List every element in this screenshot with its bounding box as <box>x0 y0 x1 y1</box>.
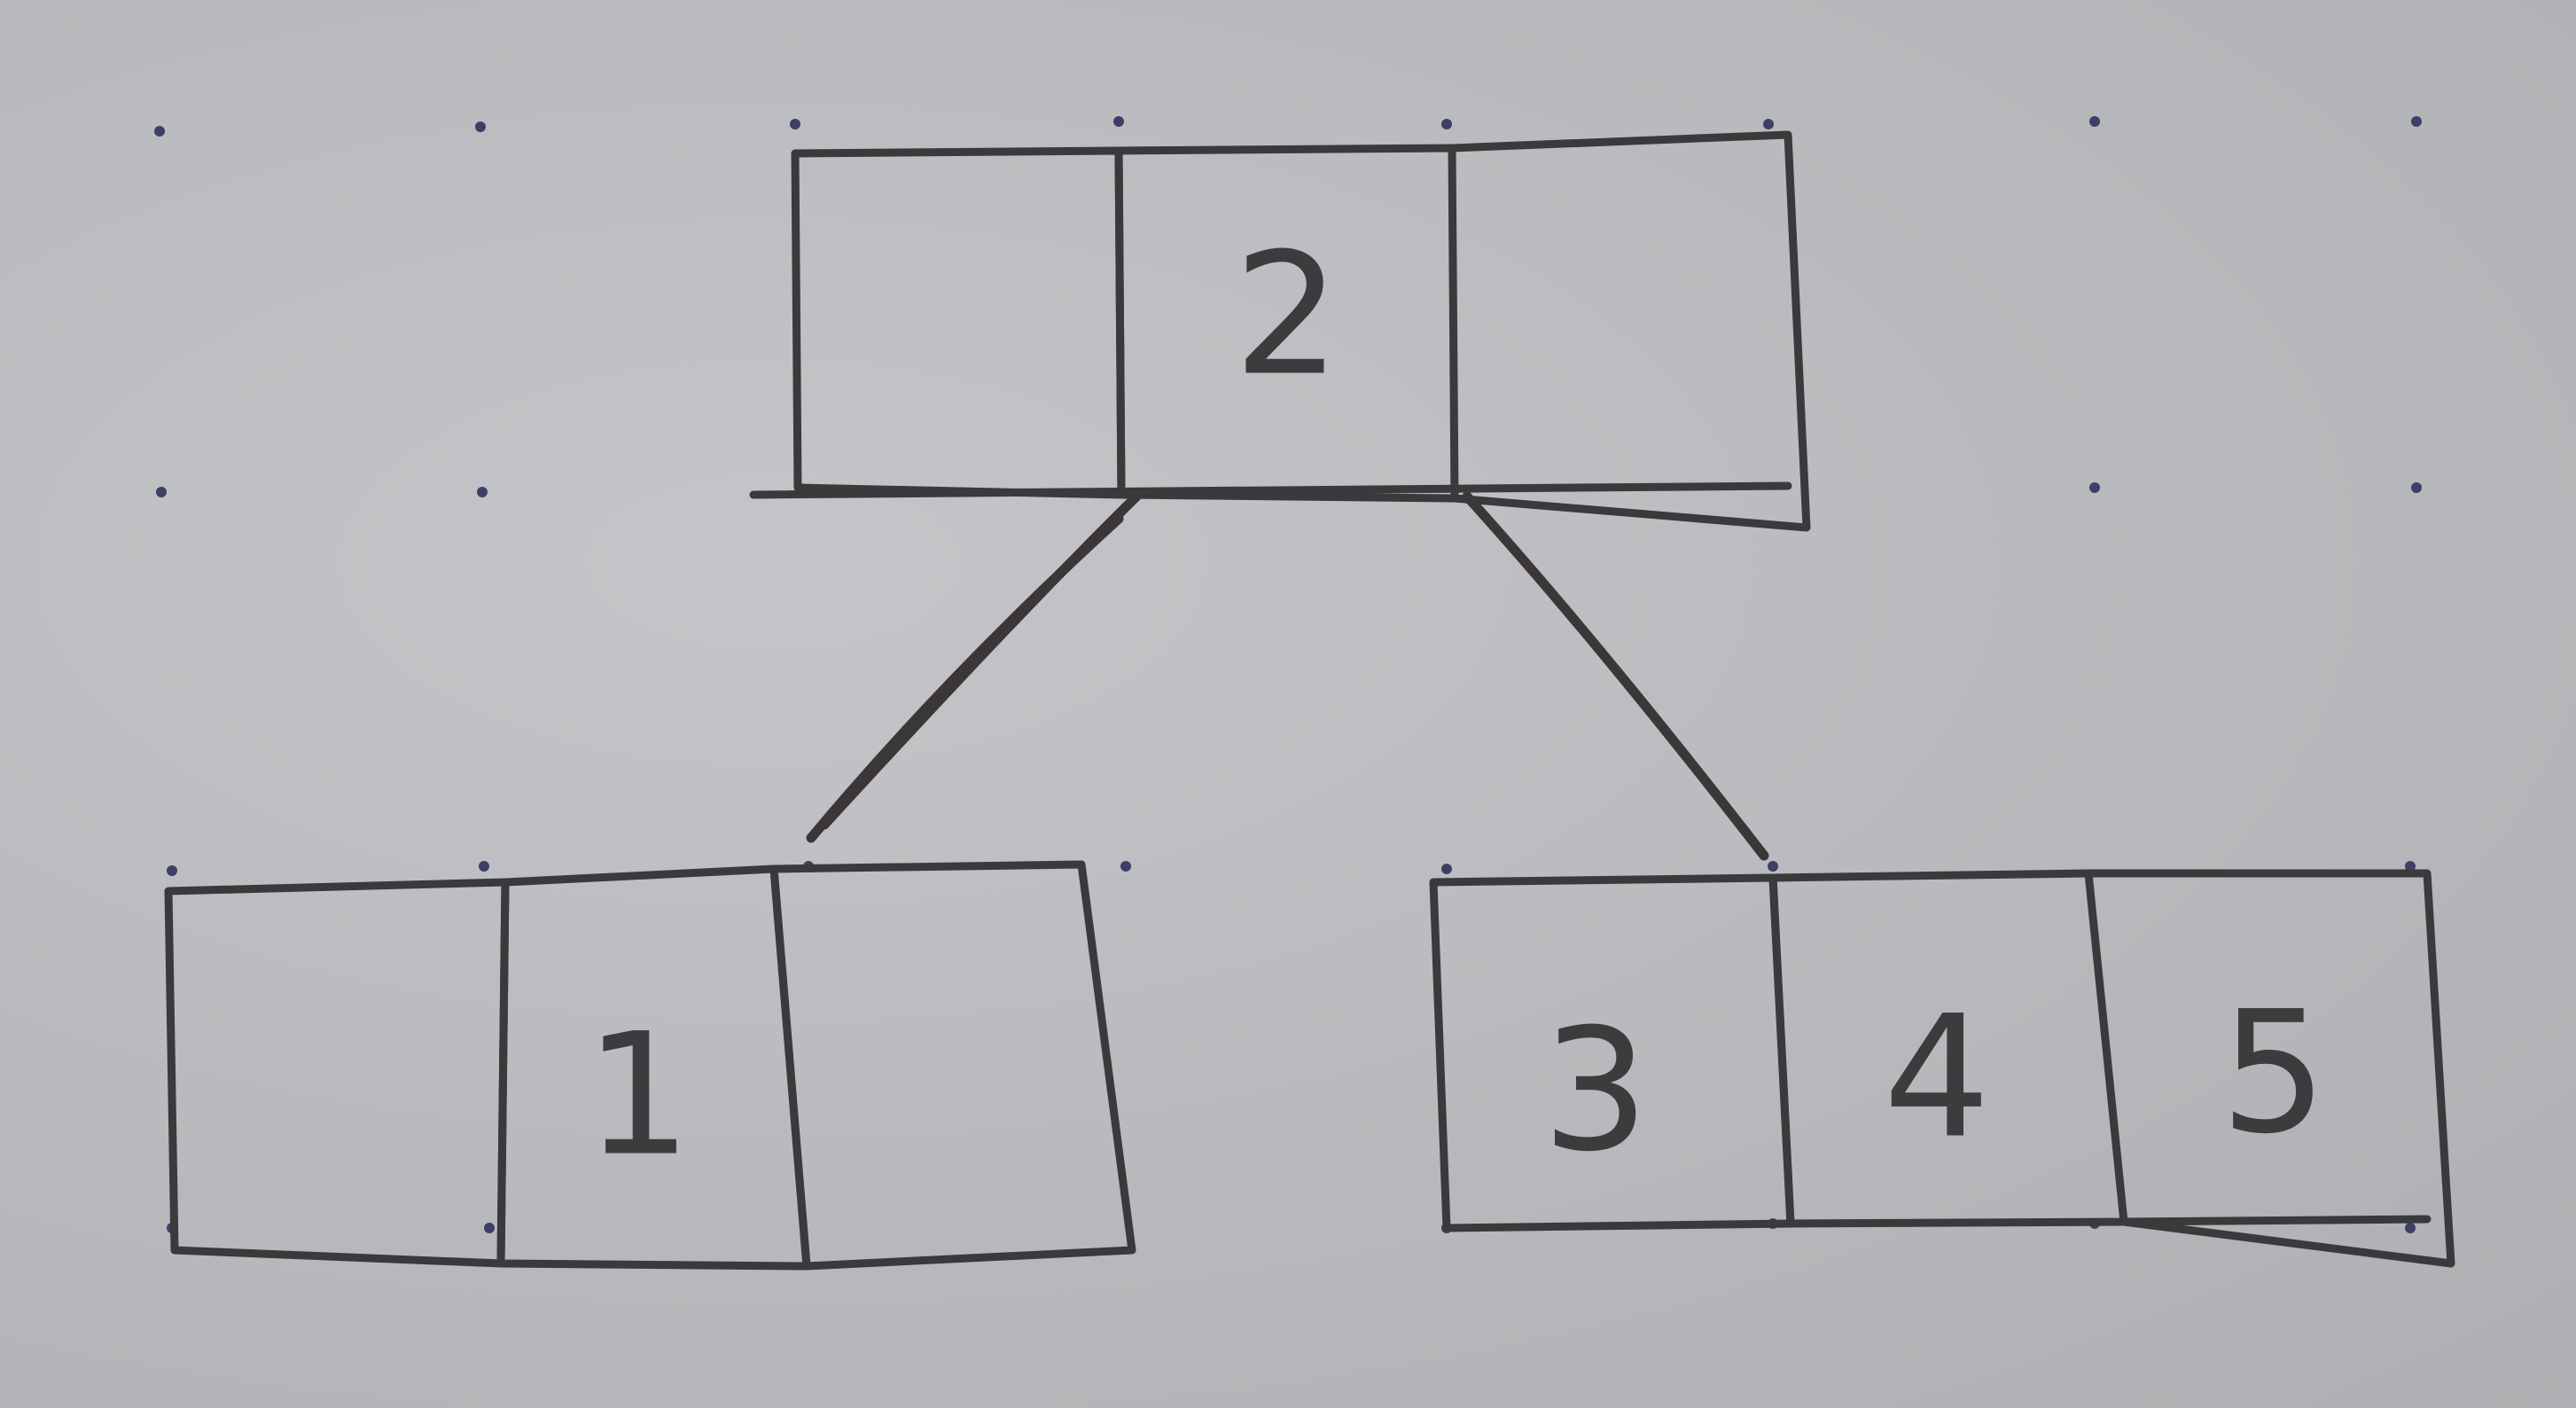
left-key-cell-3 <box>769 860 1136 1271</box>
grid-dot <box>790 119 800 129</box>
grid-dot <box>2089 482 2100 493</box>
grid-dot <box>2405 1223 2416 1233</box>
right-key-3: 3 <box>1542 993 1650 1189</box>
left-child-node: 1 <box>164 860 1136 1271</box>
right-key-4: 4 <box>1884 980 1991 1176</box>
grid-dot <box>154 126 165 137</box>
grid-dot <box>1441 119 1452 129</box>
grid-dot <box>484 1223 495 1233</box>
root-node: 2 <box>749 130 1811 532</box>
grid-dot <box>1113 116 1124 127</box>
right-key-5: 5 <box>2221 975 2328 1171</box>
root-key-cell-1 <box>791 146 1126 499</box>
grid-dot <box>1441 864 1452 874</box>
grid-dot <box>1120 861 1131 872</box>
grid-dot <box>1768 861 1778 872</box>
grid-dot <box>2411 116 2422 127</box>
left-key-1: 1 <box>585 997 692 1193</box>
grid-dot <box>1763 119 1774 129</box>
grid-dot <box>2411 482 2422 493</box>
grid-dot <box>479 861 489 872</box>
root-key-2: 2 <box>1234 217 1341 413</box>
grid-dot <box>156 487 167 497</box>
right-node-bottom-edge <box>2119 1215 2432 1226</box>
root-key-cell-3 <box>1448 130 1811 532</box>
grid-dot <box>477 487 488 497</box>
grid-dot <box>475 121 486 132</box>
edge-root-to-right-child <box>1462 491 1769 861</box>
left-key-cell-1 <box>164 878 510 1268</box>
grid-dot <box>167 865 177 876</box>
right-key-cell-3 <box>2084 869 2455 1268</box>
right-child-node: 3 4 5 <box>1429 869 2455 1268</box>
edge-root-to-left-child-retrace <box>806 513 1124 843</box>
grid-dot <box>2089 116 2100 127</box>
grid-dot <box>2405 861 2416 872</box>
root-node-bottom-edge <box>749 481 1792 499</box>
